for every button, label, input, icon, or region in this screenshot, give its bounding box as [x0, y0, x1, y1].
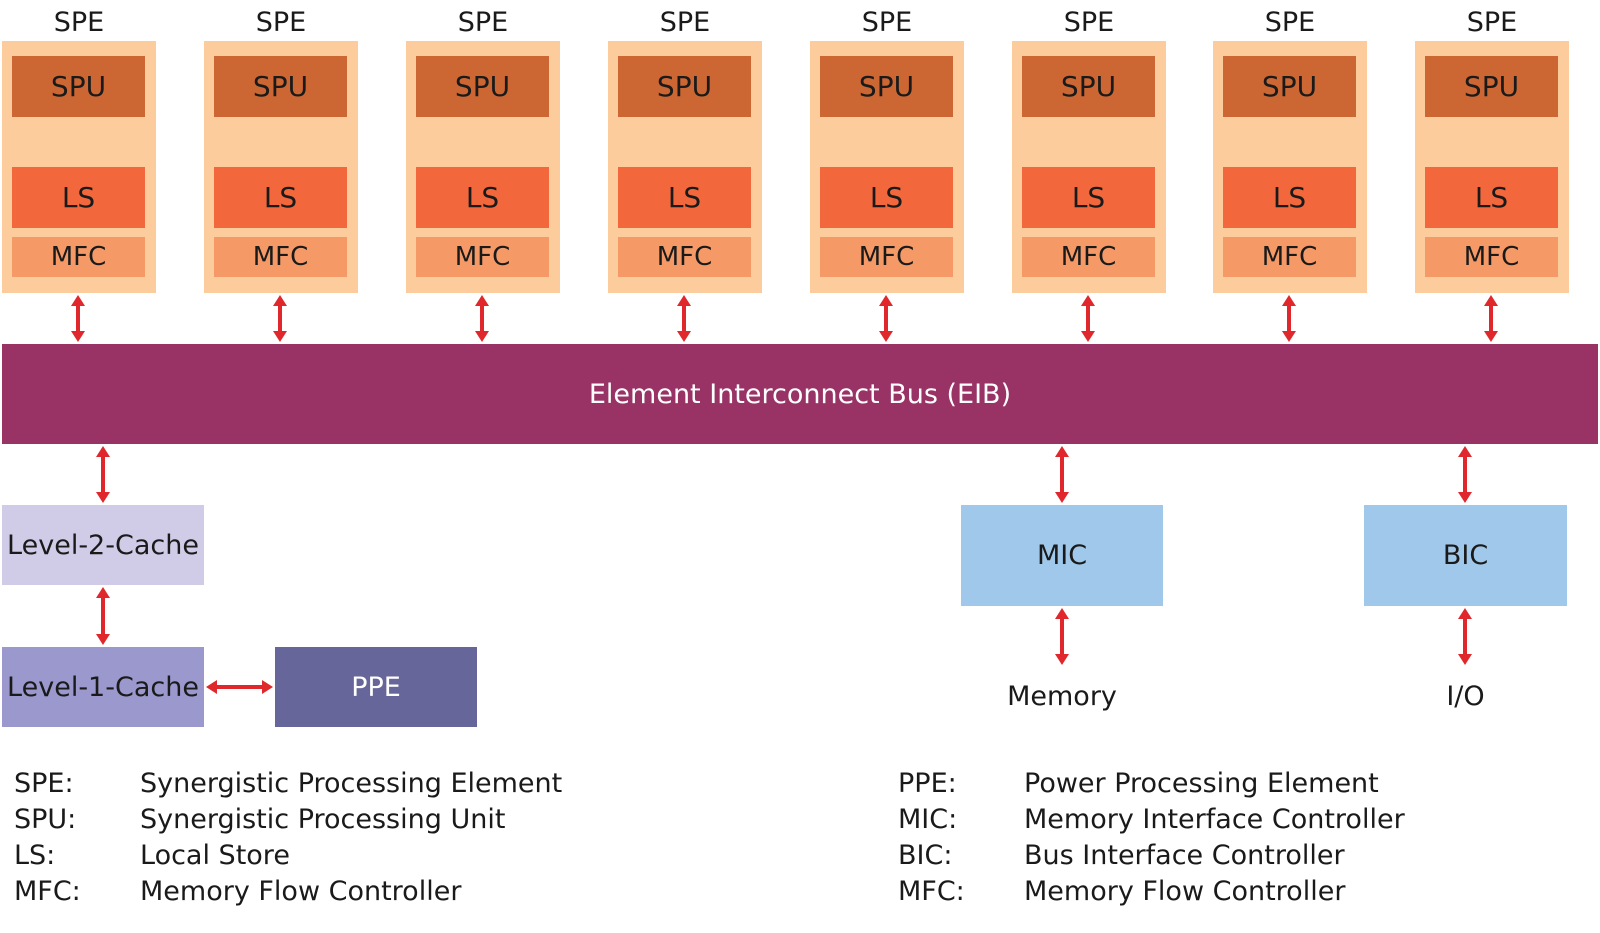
legend-meaning: Synergistic Processing Unit — [140, 803, 506, 835]
legend-meaning: Power Processing Element — [1024, 767, 1379, 799]
level2-cache-block: Level-2-Cache — [2, 505, 204, 585]
mfc-block: MFC — [1425, 237, 1558, 277]
ls-block: LS — [820, 167, 953, 228]
spe-label: SPE — [861, 6, 913, 38]
legend-entry: LS: Local Store — [14, 837, 574, 873]
spe-eib-arrow — [475, 295, 489, 342]
mfc-block: MFC — [618, 237, 751, 277]
legend-entry: MFC: Memory Flow Controller — [14, 873, 574, 909]
mfc-block: MFC — [820, 237, 953, 277]
eib-l2-arrow — [96, 446, 110, 503]
mic-memory-arrow — [1055, 608, 1069, 665]
legend-meaning: Synergistic Processing Element — [140, 767, 563, 799]
mfc-block: MFC — [214, 237, 347, 277]
spe-label: SPE — [457, 6, 509, 38]
legend-entry: BIC: Bus Interface Controller — [898, 837, 1458, 873]
legend-abbr: BIC: — [898, 839, 953, 871]
spe-label: SPE — [1063, 6, 1115, 38]
legend-abbr: MIC: — [898, 803, 958, 835]
legend-entry: SPU: Synergistic Processing Unit — [14, 801, 574, 837]
spe-eib-arrow — [1282, 295, 1296, 342]
spe-label: SPE — [1466, 6, 1518, 38]
spe-label: SPE — [1264, 6, 1316, 38]
legend-meaning: Bus Interface Controller — [1024, 839, 1345, 871]
level1-cache-block: Level-1-Cache — [2, 647, 204, 727]
mfc-block: MFC — [12, 237, 145, 277]
ls-block: LS — [1223, 167, 1356, 228]
eib-bic-arrow — [1458, 446, 1472, 503]
legend-abbr: MFC: — [898, 875, 965, 907]
ls-block: LS — [1022, 167, 1155, 228]
spu-block: SPU — [214, 56, 347, 117]
legend-abbr: LS: — [14, 839, 56, 871]
legend-meaning: Memory Flow Controller — [1024, 875, 1346, 907]
legend-abbr: PPE: — [898, 767, 957, 799]
bic-block: BIC — [1364, 505, 1567, 606]
legend-entry: PPE: Power Processing Element — [898, 765, 1458, 801]
spu-block: SPU — [1425, 56, 1558, 117]
spu-block: SPU — [1223, 56, 1356, 117]
eib-bus: Element Interconnect Bus (EIB) — [2, 344, 1598, 444]
spe-label: SPE — [53, 6, 105, 38]
legend-meaning: Memory Interface Controller — [1024, 803, 1405, 835]
ls-block: LS — [214, 167, 347, 228]
ls-block: LS — [416, 167, 549, 228]
spu-block: SPU — [820, 56, 953, 117]
mic-block: MIC — [961, 505, 1163, 606]
ls-block: LS — [12, 167, 145, 228]
l2-l1-arrow — [96, 587, 110, 645]
spu-block: SPU — [1022, 56, 1155, 117]
mfc-block: MFC — [1022, 237, 1155, 277]
ppe-block: PPE — [275, 647, 477, 727]
ls-block: LS — [618, 167, 751, 228]
bic-io-arrow — [1458, 608, 1472, 665]
legend-entry: SPE: Synergistic Processing Element — [14, 765, 574, 801]
legend-right: PPE: Power Processing Element MIC: Memor… — [898, 765, 1458, 909]
spu-block: SPU — [12, 56, 145, 117]
spe-eib-arrow — [879, 295, 893, 342]
legend-abbr: SPU: — [14, 803, 77, 835]
spe-eib-arrow — [1081, 295, 1095, 342]
mfc-block: MFC — [1223, 237, 1356, 277]
spe-eib-arrow — [677, 295, 691, 342]
eib-mic-arrow — [1055, 446, 1069, 503]
l1-ppe-arrow — [206, 680, 273, 694]
memory-label: Memory — [1007, 680, 1117, 712]
legend-entry: MFC: Memory Flow Controller — [898, 873, 1458, 909]
legend-meaning: Local Store — [140, 839, 290, 871]
spe-eib-arrow — [1484, 295, 1498, 342]
legend-abbr: SPE: — [14, 767, 74, 799]
legend-left: SPE: Synergistic Processing Element SPU:… — [14, 765, 574, 909]
ls-block: LS — [1425, 167, 1558, 228]
legend-meaning: Memory Flow Controller — [140, 875, 462, 907]
spe-label: SPE — [659, 6, 711, 38]
io-label: I/O — [1446, 680, 1485, 712]
mfc-block: MFC — [416, 237, 549, 277]
spe-eib-arrow — [273, 295, 287, 342]
spu-block: SPU — [618, 56, 751, 117]
spe-eib-arrow — [71, 295, 85, 342]
legend-entry: MIC: Memory Interface Controller — [898, 801, 1458, 837]
spe-label: SPE — [255, 6, 307, 38]
legend-abbr: MFC: — [14, 875, 81, 907]
spu-block: SPU — [416, 56, 549, 117]
